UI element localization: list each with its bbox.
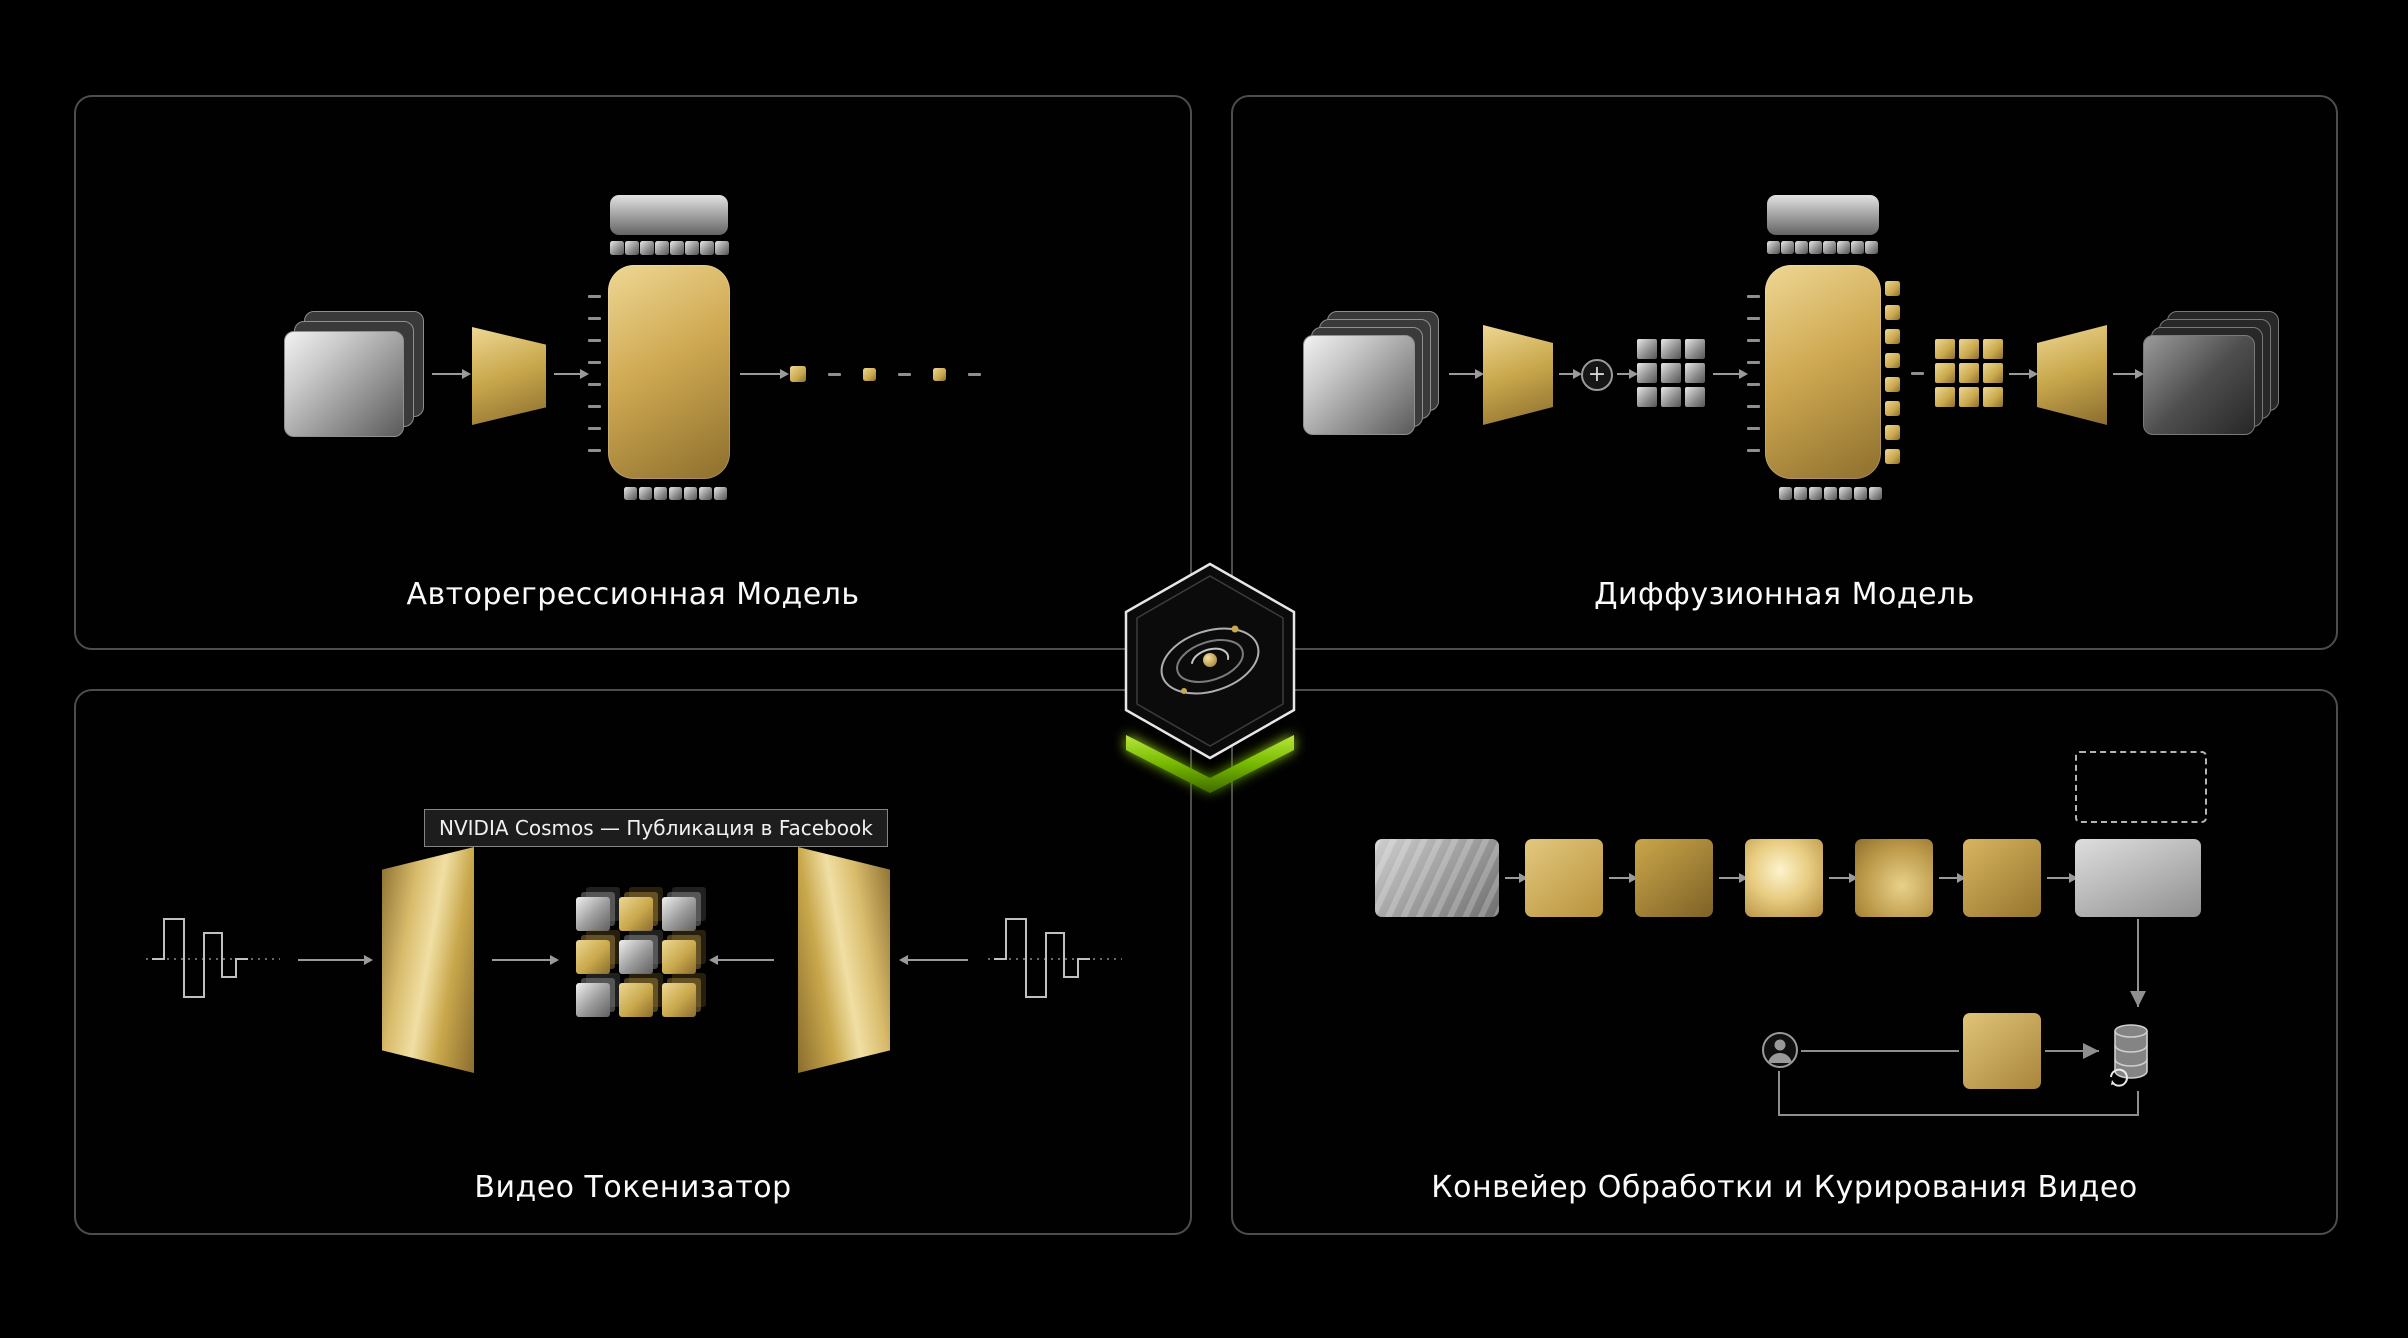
placeholder-dashed-box (2075, 751, 2207, 823)
curated-output-box (2075, 839, 2201, 917)
arrow-left-icon (709, 955, 774, 965)
arrow-icon (2009, 369, 2038, 379)
raw-video-box (1375, 839, 1499, 917)
latent-dash-column (1747, 295, 1760, 452)
token-cube-grid-icon (576, 897, 696, 1017)
arrow-icon (554, 369, 589, 379)
output-embedding-row (624, 487, 727, 500)
pipeline-stage-box (1745, 839, 1823, 917)
decoder-trapezoid-icon (2037, 325, 2107, 425)
input-waveform-icon (146, 918, 280, 998)
pipeline-stage-box (1635, 839, 1713, 917)
database-icon (2110, 1024, 2148, 1087)
panel-video-curation-pipeline: Конвейер Обработки и Курирования Видео (1231, 689, 2338, 1235)
noise-grid-icon (1637, 339, 1705, 407)
arrow-left-icon (899, 955, 968, 965)
nvidia-cosmos-logo (1114, 560, 1306, 805)
arrow-icon (492, 955, 559, 965)
output-video-frames-icon (2143, 311, 2279, 435)
dash (1911, 372, 1924, 375)
output-token-sequence (790, 359, 981, 389)
arrow-icon (1449, 369, 1484, 379)
encoder-trapezoid-icon (472, 327, 546, 425)
panel-title: Авторегрессионная Модель (406, 577, 860, 612)
arrow-icon (1939, 873, 1966, 883)
tokenizer-decoder-icon (798, 847, 890, 1073)
input-video-frames-icon (284, 311, 424, 437)
output-embedding-row (1779, 487, 1882, 500)
arrow-icon (2047, 873, 2078, 883)
arrow-icon (1609, 873, 1638, 883)
arrow-icon (298, 955, 373, 965)
arrow-icon (1559, 369, 1582, 379)
arrow-icon (2113, 369, 2144, 379)
encoder-trapezoid-icon (1483, 325, 1553, 425)
user-icon (1762, 1032, 1798, 1068)
tokenizer-encoder-icon (382, 847, 474, 1073)
facebook-share-tooltip: NVIDIA Cosmos — Публикация в Facebook (424, 809, 888, 847)
add-noise-plus-icon (1581, 359, 1613, 391)
input-video-frames-icon (1303, 311, 1439, 435)
denoise-step-column (1885, 281, 1900, 464)
panel-title: Диффузионная Модель (1594, 577, 1975, 612)
transformer-block (608, 265, 730, 479)
annotation-model-box (1963, 1013, 2041, 1089)
embedding-squares-row (610, 241, 729, 255)
pipeline-stage-box (1855, 839, 1933, 917)
latent-dash-column (588, 295, 601, 452)
arrow-icon (740, 369, 789, 379)
conditioning-bar-icon (1767, 195, 1879, 235)
denoised-latent-grid-icon (1935, 339, 2003, 407)
conditioning-bar-icon (610, 195, 728, 235)
arrow-icon (1713, 369, 1748, 379)
arrow-icon (1719, 873, 1748, 883)
output-waveform-icon (988, 918, 1122, 998)
arrow-icon (1829, 873, 1858, 883)
pipeline-stage-box (1525, 839, 1603, 917)
panel-diffusion-model: Диффузионная Модель (1231, 95, 2338, 650)
sync-arrow-icon (2110, 1068, 2128, 1087)
arrow-icon (432, 369, 471, 379)
pipeline-stage-box (1963, 839, 2041, 917)
cosmos-hexagon-icon (1124, 562, 1296, 793)
embedding-squares-row (1767, 241, 1878, 254)
panel-title: Конвейер Обработки и Курирования Видео (1431, 1170, 2138, 1205)
arrow-icon (1617, 369, 1638, 379)
arrow-icon (1505, 873, 1528, 883)
panel-title: Видео Токенизатор (474, 1170, 792, 1205)
panel-autoregressive-model: Авторегрессионная Модель (74, 95, 1192, 650)
panel-video-tokenizer: NVIDIA Cosmos — Публикация в Facebook Ви… (74, 689, 1192, 1235)
transformer-block (1765, 265, 1881, 479)
